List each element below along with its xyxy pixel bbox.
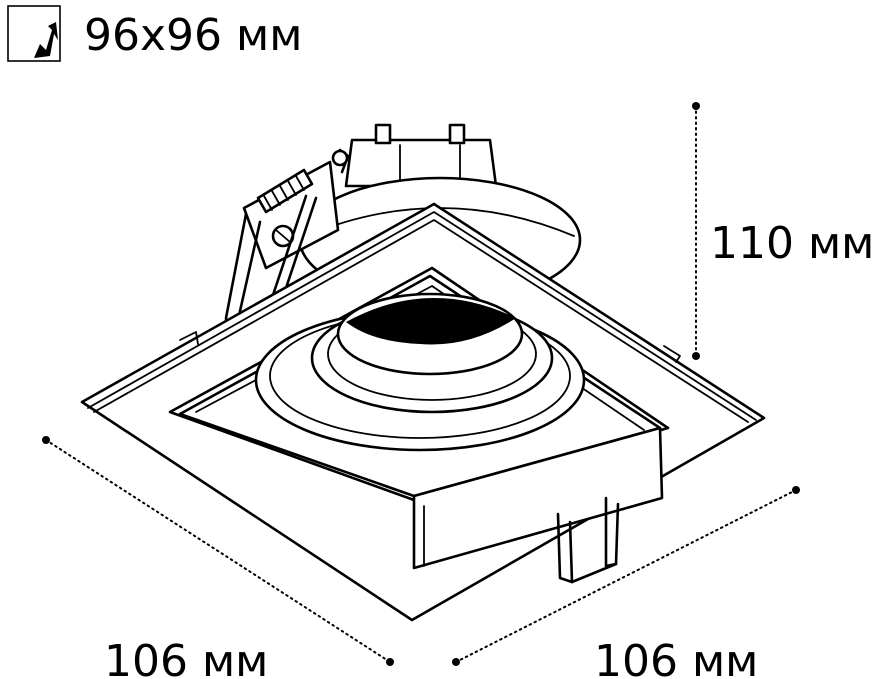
cutout-size-label: 96x96 мм	[84, 10, 302, 61]
adjustable-gimbal	[254, 292, 586, 452]
width-left-label: 106 мм	[104, 636, 268, 679]
cutout-square-icon	[7, 5, 61, 62]
height-label: 110 мм	[710, 218, 874, 269]
height-dimension: 110 мм	[692, 102, 874, 360]
torsion-spring	[256, 168, 314, 214]
width-dimension-left: 106 мм	[42, 436, 394, 679]
spring-clip-left	[224, 148, 350, 366]
frame-tabs	[179, 331, 681, 363]
driver-housing	[344, 123, 498, 188]
cutout-indicator: 96x96 мм	[7, 5, 302, 62]
width-dimension-right: 106 мм	[452, 486, 800, 679]
width-right-label: 106 мм	[594, 636, 758, 679]
spring-clip-right	[556, 496, 620, 584]
